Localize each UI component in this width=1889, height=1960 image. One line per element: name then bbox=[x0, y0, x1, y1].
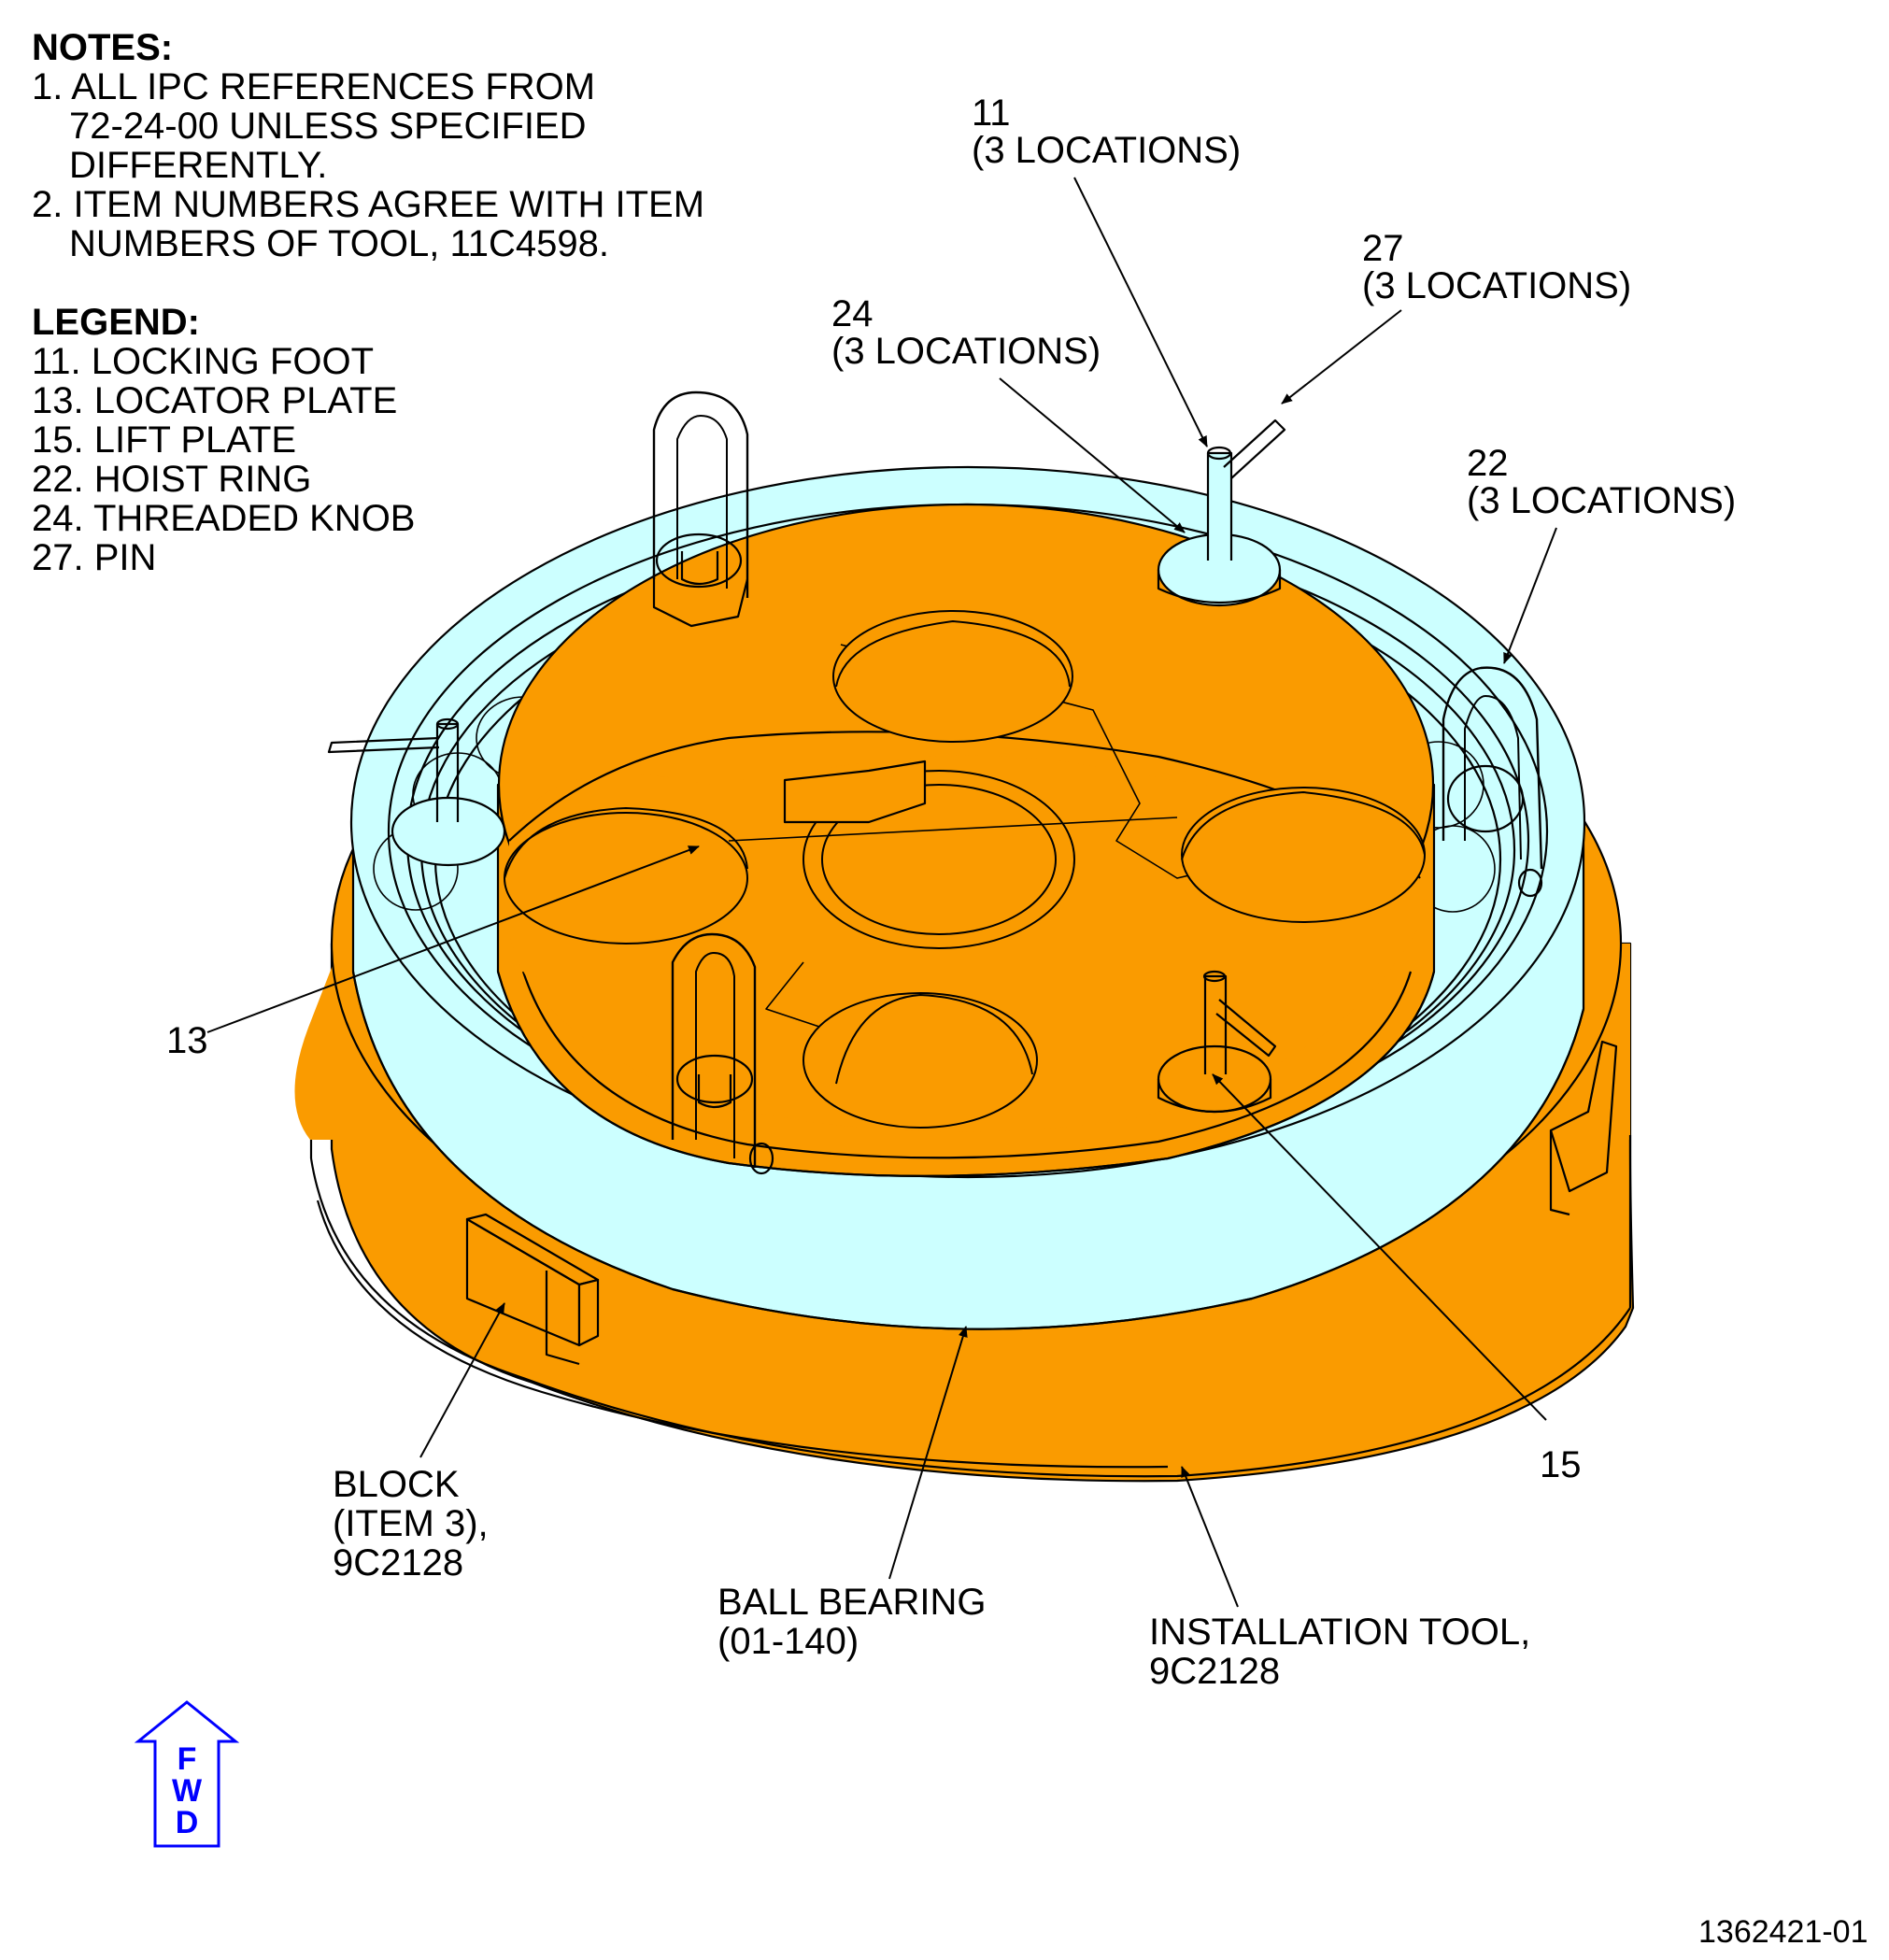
callout-24-locations: (3 LOCATIONS) bbox=[831, 331, 1101, 372]
legend-item: 11. LOCKING FOOT bbox=[32, 341, 374, 382]
leader-block bbox=[419, 1302, 505, 1458]
legend-item: 13. LOCATOR PLATE bbox=[32, 380, 398, 421]
leader-27 bbox=[1281, 309, 1402, 405]
callout-22-locations: (3 LOCATIONS) bbox=[1467, 480, 1737, 521]
callout-11-number: 11 bbox=[972, 92, 1011, 134]
locator-key bbox=[783, 760, 927, 824]
block-right bbox=[1549, 1040, 1618, 1216]
plate-holes bbox=[504, 610, 1426, 1129]
callout-27-locations: (3 LOCATIONS) bbox=[1362, 265, 1632, 306]
callout-24-number: 24 bbox=[831, 293, 873, 334]
callout-block-line1: BLOCK bbox=[333, 1464, 460, 1505]
legend-title: LEGEND: bbox=[32, 302, 200, 343]
legend-item: 22. HOIST RING bbox=[32, 459, 312, 500]
fwd-letter: D bbox=[175, 1805, 199, 1840]
callout-22-number: 22 bbox=[1467, 443, 1509, 484]
notes-line: 1. ALL IPC REFERENCES FROM bbox=[32, 66, 596, 107]
hoist-ring-front bbox=[671, 932, 774, 1175]
leader-bearing bbox=[888, 1326, 968, 1580]
hoist-ring-left-back bbox=[652, 391, 749, 628]
fwd-letter: F bbox=[177, 1741, 197, 1777]
callout-block-line3: 9C2128 bbox=[333, 1542, 464, 1584]
callout-11-locations: (3 LOCATIONS) bbox=[972, 130, 1242, 171]
callout-15: 15 bbox=[1540, 1444, 1582, 1485]
notes-line: NUMBERS OF TOOL, 11C4598. bbox=[69, 223, 609, 264]
leader-11 bbox=[1073, 177, 1208, 447]
leader-22 bbox=[1503, 527, 1557, 664]
legend-item: 15. LIFT PLATE bbox=[32, 419, 297, 461]
leader-15 bbox=[1212, 1073, 1547, 1421]
fwd-arrow-icon bbox=[134, 1700, 240, 1848]
callout-block-line2: (ITEM 3), bbox=[333, 1503, 489, 1544]
legend-item: 24. THREADED KNOB bbox=[32, 498, 416, 539]
notes-line: 2. ITEM NUMBERS AGREE WITH ITEM bbox=[32, 184, 705, 225]
legend-item: 27. PIN bbox=[32, 537, 157, 578]
block-front bbox=[465, 1213, 600, 1366]
callout-tool-line2: 9C2128 bbox=[1149, 1651, 1281, 1692]
notes-line: 72-24-00 UNLESS SPECIFIED bbox=[69, 106, 587, 147]
leader-13 bbox=[206, 845, 700, 1033]
callout-bearing-line1: BALL BEARING bbox=[717, 1582, 987, 1623]
callout-tool-line1: INSTALLATION TOOL, bbox=[1149, 1612, 1531, 1653]
callout-13: 13 bbox=[166, 1020, 208, 1061]
hoist-ring-right bbox=[1442, 666, 1543, 898]
notes-line: DIFFERENTLY. bbox=[69, 145, 328, 186]
fwd-letter: W bbox=[171, 1773, 203, 1809]
figure-id: 1362421-01 bbox=[1698, 1914, 1868, 1950]
callout-27-number: 27 bbox=[1362, 228, 1404, 269]
callout-bearing-line2: (01-140) bbox=[717, 1621, 859, 1662]
notes-title: NOTES: bbox=[32, 27, 174, 68]
leader-tool bbox=[1181, 1466, 1239, 1608]
locking-foot-back bbox=[1157, 419, 1286, 607]
leader-24 bbox=[999, 377, 1186, 533]
locking-foot-left bbox=[327, 717, 506, 867]
